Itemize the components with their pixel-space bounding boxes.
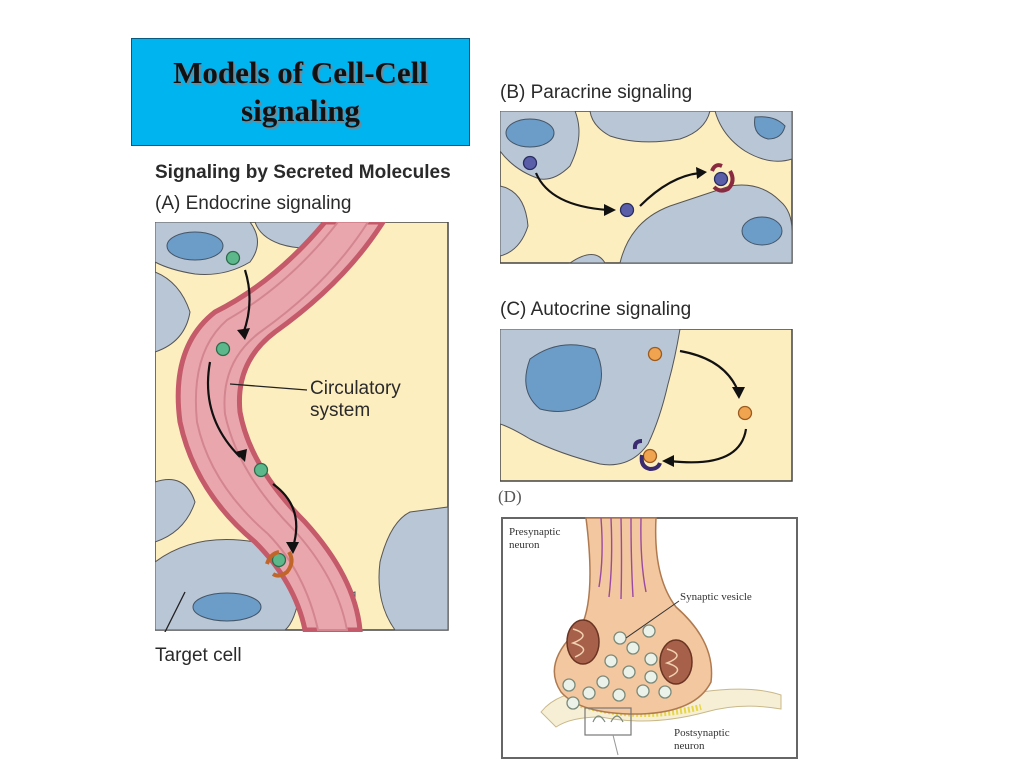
paracrine-arrowhead-1 <box>604 204 616 216</box>
synaptic-vesicle <box>658 685 672 699</box>
vessel-inner-wall <box>194 222 370 631</box>
cell-bottom-right <box>378 506 449 631</box>
fusing-vesicles <box>592 715 624 723</box>
endocrine-arrowhead-2 <box>235 449 247 462</box>
paracrine-target-nucleus <box>741 216 783 246</box>
paracrine-molecule-2 <box>619 202 635 218</box>
endocrine-arrowhead-1 <box>237 328 250 340</box>
vesicle-callout-line <box>625 600 680 639</box>
synaptic-vesicle <box>626 641 640 655</box>
autocrine-receptor <box>632 439 662 472</box>
release-site-pointer <box>612 734 619 756</box>
panel-b-label: (B) Paracrine signaling <box>500 82 693 103</box>
nucleus-top-left <box>166 231 224 261</box>
endocrine-arrow-3 <box>272 483 298 548</box>
mitochondrion-left-cristae <box>570 628 585 658</box>
mitochondrion-right <box>659 639 693 685</box>
autocrine-molecule-3 <box>642 448 658 464</box>
synaptic-vesicle-label: Synaptic vesicle <box>680 591 752 603</box>
paracrine-arrowhead-2 <box>696 167 707 179</box>
autocrine-molecule-2 <box>737 405 753 421</box>
target-receptor <box>265 550 294 578</box>
autocrine-arrowhead-1 <box>732 387 745 399</box>
paracrine-molecule-1 <box>522 155 538 171</box>
autocrine-nucleus <box>525 344 602 412</box>
endocrine-arrowhead-3 <box>286 542 299 554</box>
paracrine-diagram <box>500 111 793 264</box>
synaptic-vesicle <box>604 654 618 668</box>
panel-a-label: (A) Endocrine signaling <box>155 193 352 214</box>
autocrine-arrowhead-2 <box>662 455 674 467</box>
synaptic-vesicle <box>596 675 610 689</box>
paracrine-cell-5 <box>568 254 606 264</box>
hormone-molecule-1 <box>225 250 241 266</box>
synaptic-vesicle <box>612 688 626 702</box>
microtubule-3 <box>620 517 623 600</box>
panel-d-label: (D) <box>498 487 522 506</box>
paracrine-arrow-1 <box>534 172 609 212</box>
paracrine-molecule-3 <box>713 171 729 187</box>
paracrine-cell-3 <box>589 111 711 143</box>
target-cell-label: Target cell <box>155 645 242 666</box>
paracrine-nucleus-1 <box>505 118 555 148</box>
microtubule-4 <box>630 517 634 598</box>
hormone-molecule-3 <box>253 462 269 478</box>
release-site-box <box>584 707 632 736</box>
synaptic-vesicle <box>566 696 580 710</box>
cell-left-lower <box>155 479 196 543</box>
synaptic-vesicle <box>613 631 627 645</box>
synaptic-vesicle <box>622 665 636 679</box>
target-cell-nucleus <box>192 592 262 622</box>
synaptic-vesicle <box>644 652 658 666</box>
synaptic-vesicle <box>644 670 658 684</box>
circulatory-system-label: Circulatory system <box>310 378 401 421</box>
microtubule-2 <box>608 517 613 598</box>
synaptic-vesicle <box>582 686 596 700</box>
autocrine-arrow-1 <box>679 349 740 392</box>
synaptic-vesicle <box>562 678 576 692</box>
paracrine-nucleus-4 <box>754 116 786 140</box>
endocrine-diagram <box>155 222 449 632</box>
autocrine-molecule-1 <box>647 346 663 362</box>
endocrine-arrow-2 <box>206 361 241 458</box>
panel-c-label: (C) Autocrine signaling <box>500 299 692 320</box>
title-box: Models of Cell-Cell signaling <box>131 38 470 146</box>
microtubule-5 <box>640 517 647 593</box>
presynaptic-neuron-label: Presynaptic neuron <box>509 526 561 551</box>
synaptic-vesicle <box>636 684 650 698</box>
microtubule-1 <box>598 517 603 588</box>
autocrine-arrow-2 <box>669 428 748 464</box>
mitochondrion-right-cristae <box>664 648 679 678</box>
page-title: Models of Cell-Cell signaling <box>173 55 428 128</box>
synaptic-vesicle <box>642 624 656 638</box>
paracrine-receptor <box>710 163 735 193</box>
endocrine-arrow-1 <box>241 269 251 335</box>
autocrine-diagram <box>500 329 793 482</box>
postsynaptic-neuron-label: Postsynaptic neuron <box>674 727 730 752</box>
cell-left <box>155 271 191 353</box>
target-cell-callout-line <box>164 591 186 632</box>
hormone-molecule-2 <box>215 341 231 357</box>
circulatory-callout-line <box>229 383 308 391</box>
paracrine-cell-2 <box>500 185 529 257</box>
paracrine-arrow-2 <box>639 171 701 207</box>
section-heading: Signaling by Secreted Molecules <box>155 162 451 183</box>
mitochondrion-left <box>566 619 600 665</box>
synapse-diagram <box>501 517 798 759</box>
